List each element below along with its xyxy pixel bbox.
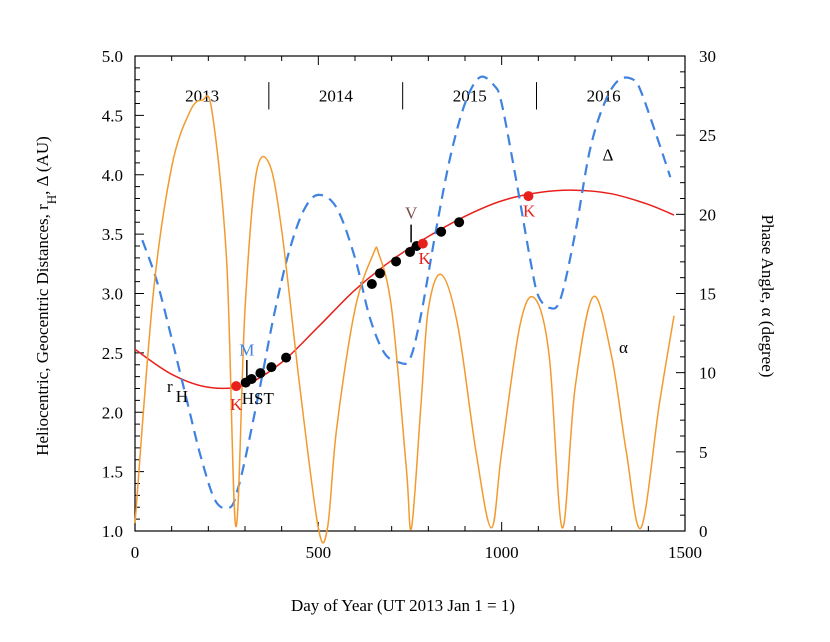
year-label: 2016 [587, 86, 621, 105]
y-axis-label-left: Heliocentric, Geocentric Distances, rH, … [33, 136, 59, 456]
year-bands: 2013 2014 2015 2016 [185, 82, 621, 110]
label-k: K [523, 201, 536, 220]
label-alpha: α [619, 338, 628, 357]
y-left-tick-label: 1.0 [102, 522, 123, 541]
label-rh-subscript: H [176, 387, 188, 406]
x-axis-label: Day of Year (UT 2013 Jan 1 = 1) [291, 596, 515, 615]
k-observation-point [523, 191, 534, 202]
label-k: K [419, 249, 432, 268]
hst-observation-point [281, 352, 292, 363]
y-left-tick-label: 3.0 [102, 285, 123, 304]
series-delta-line [141, 75, 672, 510]
y-right-tick-label: 20 [699, 205, 716, 224]
axis-ticks [134, 55, 686, 532]
y-right-tick-label: 25 [699, 126, 716, 145]
hst-observation-point [266, 362, 277, 373]
x-tick-label: 500 [306, 543, 332, 562]
hst-observation-point [366, 279, 377, 289]
k-observation-point [417, 238, 428, 249]
observation-points [231, 191, 534, 392]
tick-labels: 0 500 1000 1500 1.0 1.5 2.0 2.5 3.0 3.5 4.0 4.5 5.0 0… [102, 47, 716, 562]
year-label: 2014 [319, 86, 354, 105]
hst-observation-point [255, 368, 266, 379]
year-label: 2013 [185, 86, 219, 105]
y-right-tick-label: 10 [699, 364, 716, 383]
x-tick-label: 1000 [485, 543, 519, 562]
hst-observation-point [436, 226, 447, 237]
y-right-tick-label: 30 [699, 47, 716, 66]
hst-observation-point [246, 374, 257, 384]
y-left-tick-label: 1.5 [102, 463, 123, 482]
label-delta: Δ [603, 146, 614, 165]
label-k: K [230, 395, 243, 414]
label-rh: r [167, 377, 173, 396]
hst-observation-point [454, 217, 465, 228]
y-left-tick-label: 4.5 [102, 106, 123, 125]
y-right-tick-label: 15 [699, 285, 716, 304]
x-tick-label: 1500 [668, 543, 702, 562]
series-lines [134, 75, 675, 544]
y-axis-label-right: Phase Angle, α (degree) [758, 215, 777, 378]
y-right-tick-label: 5 [699, 443, 708, 462]
hst-observation-point [391, 256, 402, 267]
y-left-tick-label: 4.0 [102, 166, 123, 185]
y-right-tick-label: 0 [699, 522, 708, 541]
y-left-tick-label: 2.0 [102, 403, 123, 422]
hst-observation-point [405, 246, 415, 257]
series-alpha-line [134, 95, 675, 544]
x-tick-label: 0 [131, 543, 140, 562]
label-m: M [239, 340, 254, 359]
y-left-tick-label: 3.5 [102, 225, 123, 244]
k-observation-point [231, 381, 242, 392]
plot-frame [134, 55, 686, 532]
hst-observation-point [374, 268, 385, 279]
y-left-tick-label: 2.5 [102, 344, 123, 363]
y-left-tick-label: 5.0 [102, 47, 123, 66]
label-v: V [405, 204, 418, 223]
year-label: 2015 [453, 86, 487, 105]
label-hst: HST [242, 389, 275, 408]
plot-border [134, 55, 686, 532]
